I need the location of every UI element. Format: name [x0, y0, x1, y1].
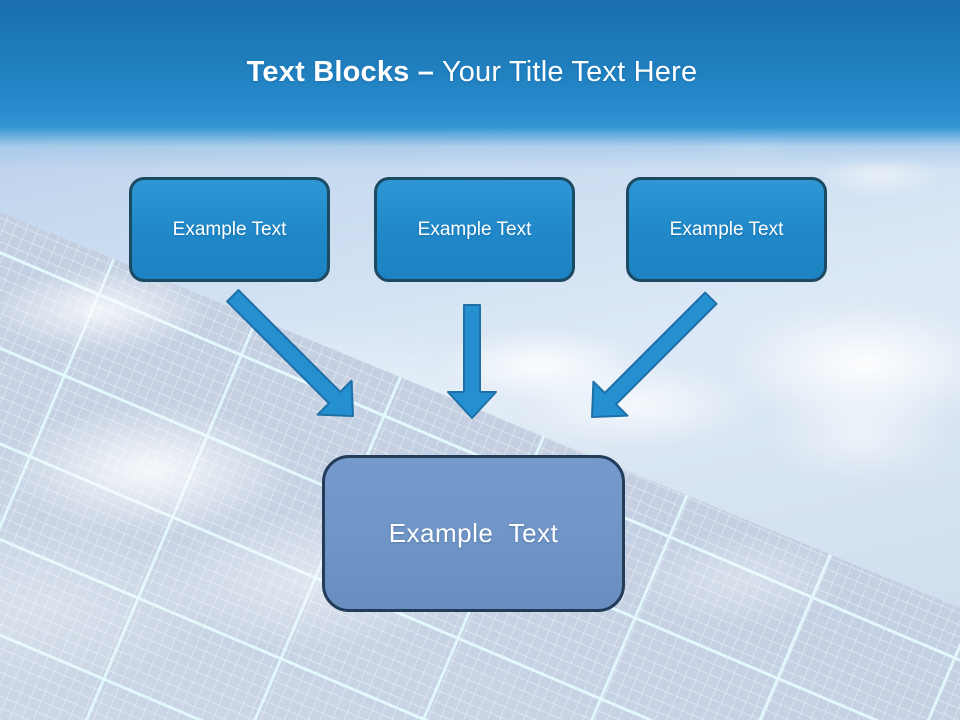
- arrow-down-icon: [447, 304, 497, 419]
- summary-text-block-label: Example Text: [388, 518, 559, 548]
- arrow-down-left-icon: [591, 291, 718, 418]
- page-title: Text Blocks – Your Title Text Here: [0, 56, 952, 89]
- title-banner: Text Blocks – Your Title Text Here: [0, 0, 960, 170]
- text-block-3-label: Example Text: [669, 218, 784, 240]
- arrow-down-right-icon: [226, 289, 354, 417]
- text-block-2-label: Example Text: [417, 218, 532, 240]
- text-block-1-label: Example Text: [172, 218, 287, 240]
- title-regular-text: Your Title Text Here: [441, 56, 698, 88]
- text-block-1[interactable]: Example Text: [129, 177, 330, 282]
- text-block-3[interactable]: Example Text: [626, 177, 827, 282]
- text-block-2[interactable]: Example Text: [374, 177, 575, 282]
- summary-text-block[interactable]: Example Text: [322, 455, 625, 612]
- title-bold-text: Text Blocks –: [246, 56, 435, 88]
